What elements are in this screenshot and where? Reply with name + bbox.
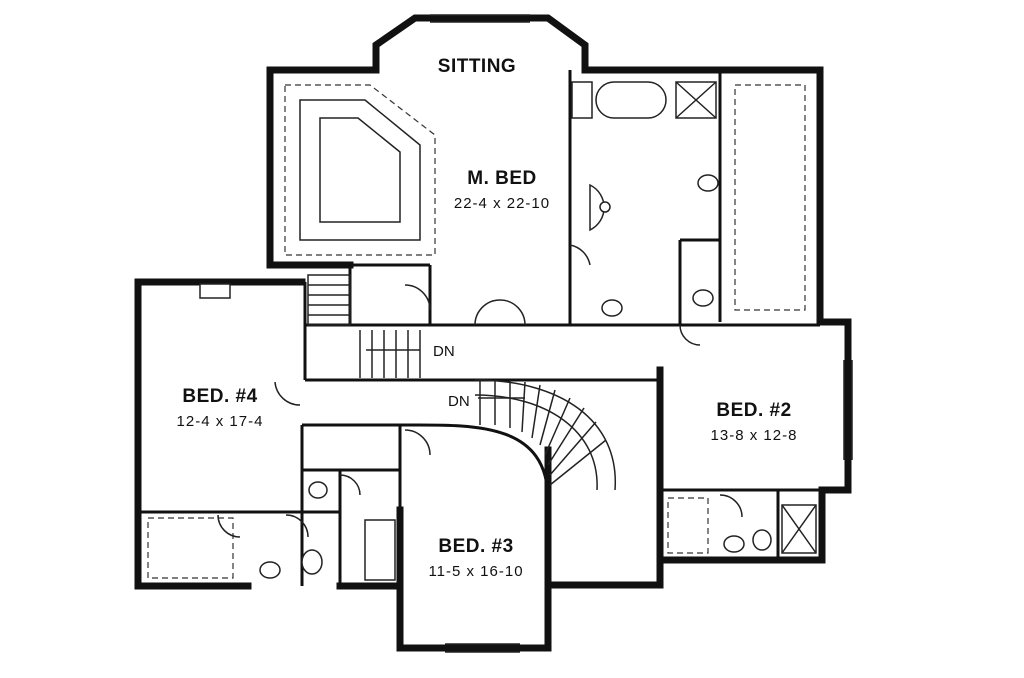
bathtub-icon: [595, 81, 667, 119]
room-name-sitting: SITTING: [438, 56, 516, 77]
sink-icon: [601, 299, 623, 317]
room-name-bed3: BED. #3: [438, 536, 513, 557]
sink-icon: [259, 561, 281, 579]
room-size-bed3: 11-5 x 16-10: [428, 563, 523, 580]
door-swings: [217, 244, 743, 538]
bathtub-icon: [364, 519, 396, 581]
fireplace-icon: [199, 283, 231, 299]
bed4-fixtures: [147, 283, 396, 581]
closet-shelf: [734, 84, 806, 311]
straight-stair: [307, 274, 421, 378]
sink-icon: [692, 289, 714, 307]
master-bath-fixtures: [571, 81, 806, 317]
sink-icon: [723, 535, 745, 553]
curved-stair-down-label: DN: [448, 393, 470, 410]
interior-walls: [138, 70, 822, 586]
room-name-bed4: BED. #4: [182, 386, 257, 407]
stair-down-label: DN: [433, 343, 455, 360]
toilet-icon: [752, 529, 772, 551]
toilet-icon: [301, 549, 323, 575]
windows: [430, 14, 853, 653]
sink-icon: [308, 481, 328, 499]
toilet-icon: [697, 174, 719, 192]
room-name-bed2: BED. #2: [716, 400, 791, 421]
bed2-fixtures: [667, 497, 817, 554]
vanity-icon: [571, 81, 593, 119]
room-name-master: M. BED: [467, 168, 537, 189]
room-size-bed4: 12-4 x 17-4: [177, 413, 264, 430]
curved-stair: [474, 379, 616, 491]
room-size-master: 22-4 x 22-10: [454, 195, 550, 212]
master-tray-ceiling: [284, 84, 436, 256]
room-size-bed2: 13-8 x 12-8: [711, 427, 798, 444]
